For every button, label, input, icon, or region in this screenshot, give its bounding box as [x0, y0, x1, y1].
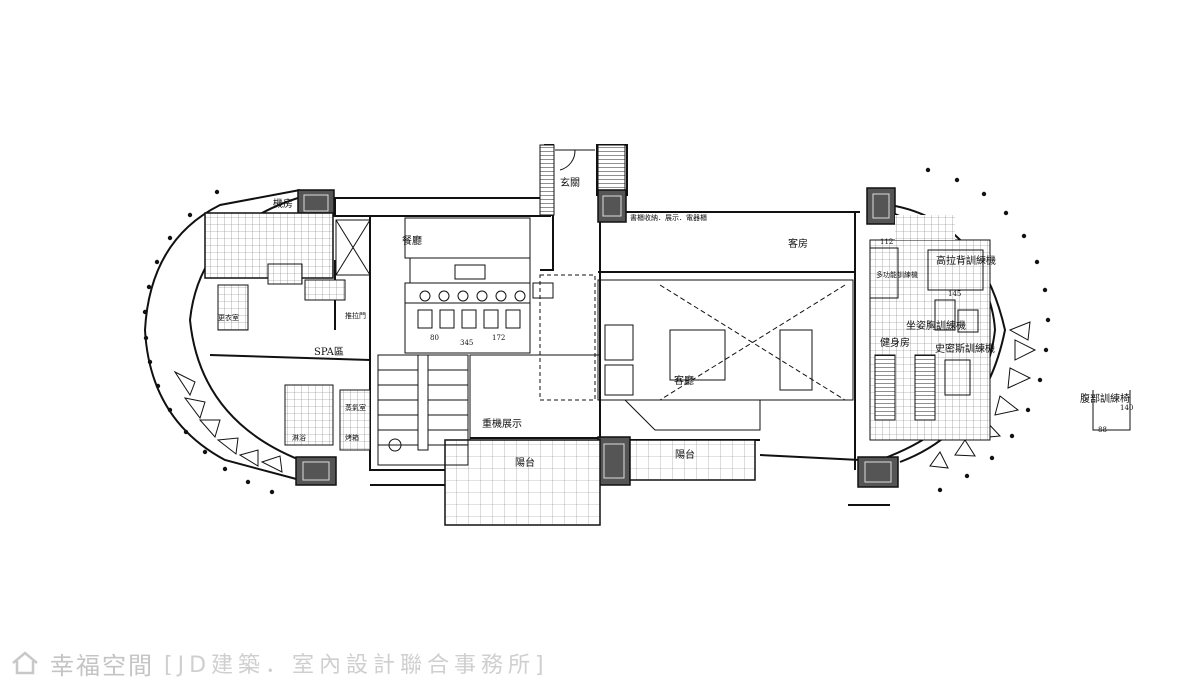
machine-room-box: [267, 263, 303, 285]
entry-wall-right: [597, 144, 626, 191]
entrance-door: [555, 149, 595, 171]
label-balcony-right: 陽台: [675, 448, 695, 461]
watermark: 幸福空間 [JD建築．室內設計聯合事務所]: [10, 648, 549, 680]
balcony-right-tile: [629, 439, 756, 481]
label-changing: 更衣室: [218, 313, 239, 322]
watermark-brand: 幸福空間: [50, 651, 154, 680]
label-shower: 淋浴: [292, 433, 306, 442]
label-sauna: 蒸氣室: [345, 403, 366, 412]
gym-top-tile: [895, 215, 955, 240]
dim-80: 80: [430, 334, 439, 342]
spa-floor-tile: [304, 279, 346, 301]
label-gym: 健身房: [880, 336, 910, 349]
label-living: 客廳: [674, 374, 694, 387]
dim-145: 145: [948, 290, 961, 298]
label-bench: 史密斯訓練機: [935, 342, 995, 355]
label-machine-room: 機房: [273, 197, 293, 210]
label-guest-room: 客房: [788, 237, 808, 250]
watermark-firm: [JD建築．室內設計聯合事務所]: [164, 653, 549, 678]
label-spa: SPA區: [314, 346, 344, 358]
sauna-tile: [339, 389, 371, 451]
label-dining: 餐廳: [402, 234, 422, 247]
abdomen-bench: [1092, 390, 1131, 431]
label-cabinet: 書櫃收納．展示．電器櫃: [630, 213, 707, 222]
house-icon: [12, 651, 38, 675]
facade-fins: [173, 321, 1037, 473]
facade-dots: [142, 167, 1051, 495]
column-inner: [302, 193, 892, 483]
label-chest: 坐姿胸訓練機: [906, 319, 966, 332]
dimension-labels: 345 80 172 112 145 88 140: [430, 238, 1133, 434]
staircase: [377, 354, 469, 466]
gallery-frame: [469, 354, 601, 441]
dim-140: 140: [1120, 404, 1133, 412]
dining-area: [335, 217, 554, 354]
gym-equipment: [869, 247, 984, 421]
dim-112: 112: [880, 238, 893, 246]
label-balcony-left: 陽台: [515, 456, 535, 469]
label-kitchen-door: 推拉門: [345, 311, 366, 320]
label-entrance: 玄關: [560, 176, 580, 189]
entry-wall-left: [539, 144, 555, 216]
label-lat: 高拉背訓練機: [936, 254, 996, 267]
label-ornament: 重機展示: [482, 417, 522, 430]
dim-345: 345: [460, 339, 473, 347]
dim-172: 172: [492, 334, 505, 342]
shower-tile: [284, 384, 334, 446]
spa-bath-tile: [217, 284, 249, 331]
label-steam: 烤箱: [345, 433, 359, 442]
label-flex: 多功能訓練機: [876, 270, 918, 279]
living-room: [539, 274, 854, 431]
